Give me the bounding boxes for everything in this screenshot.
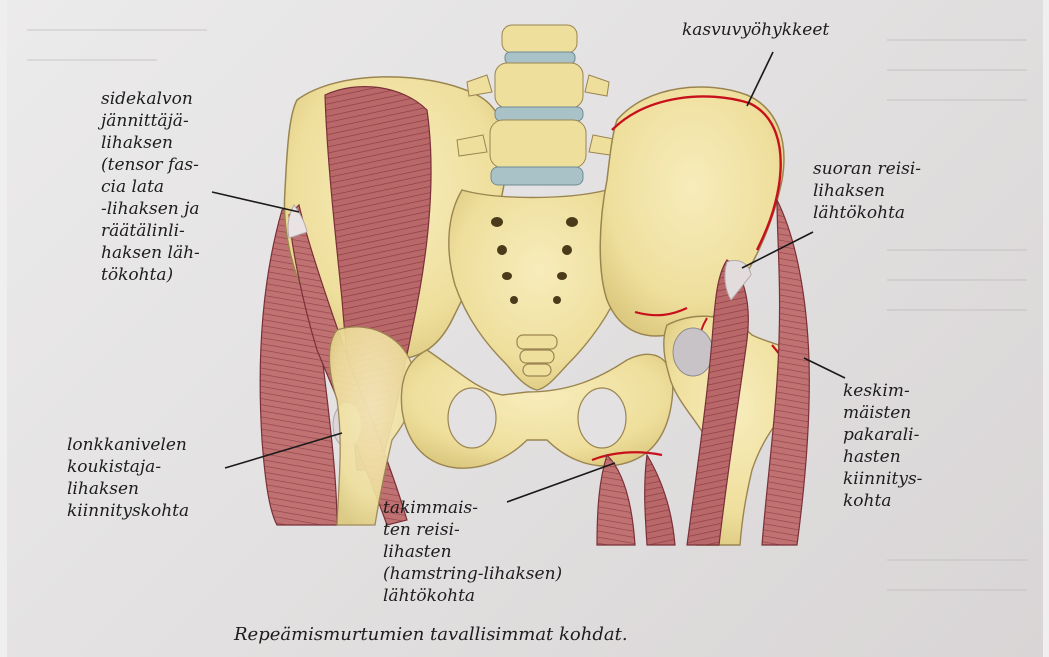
label-tensor-fascia-latae-origin: sidekalvon jännittäjä- lihaksen (tensor …	[101, 88, 200, 286]
figure-caption: Repeämismurtumien tavallisimmat kohdat.	[234, 624, 628, 645]
label-rectus-femoris-origin: suoran reisi- lihaksen lähtökohta	[813, 158, 921, 224]
coccyx	[517, 335, 557, 376]
right-inner-thigh-muscle	[645, 455, 675, 545]
label-gluteus-medius-insertion: keskim- mäisten pakarali- hasten kiinnit…	[843, 380, 922, 512]
right-hamstring-muscle	[597, 455, 635, 545]
left-femur	[329, 327, 415, 525]
label-growth-zones: kasvuvyöhykkeet	[682, 19, 829, 41]
right-ilium	[600, 87, 784, 336]
leader-keskim	[804, 358, 845, 378]
right-obturator-foramen	[578, 388, 626, 448]
left-obturator-foramen	[448, 388, 496, 448]
label-hip-flexor-insertion: lonkkanivelen koukistaja- lihaksen kiinn…	[67, 434, 189, 522]
label-hamstring-origin: takimmais- ten reisi- lihasten (hamstrin…	[383, 497, 562, 607]
right-femoral-head-cartilage	[673, 328, 713, 376]
leader-kasvu	[747, 52, 773, 106]
illustration-frame: sidekalvon jännittäjä- lihaksen (tensor …	[7, 0, 1043, 657]
